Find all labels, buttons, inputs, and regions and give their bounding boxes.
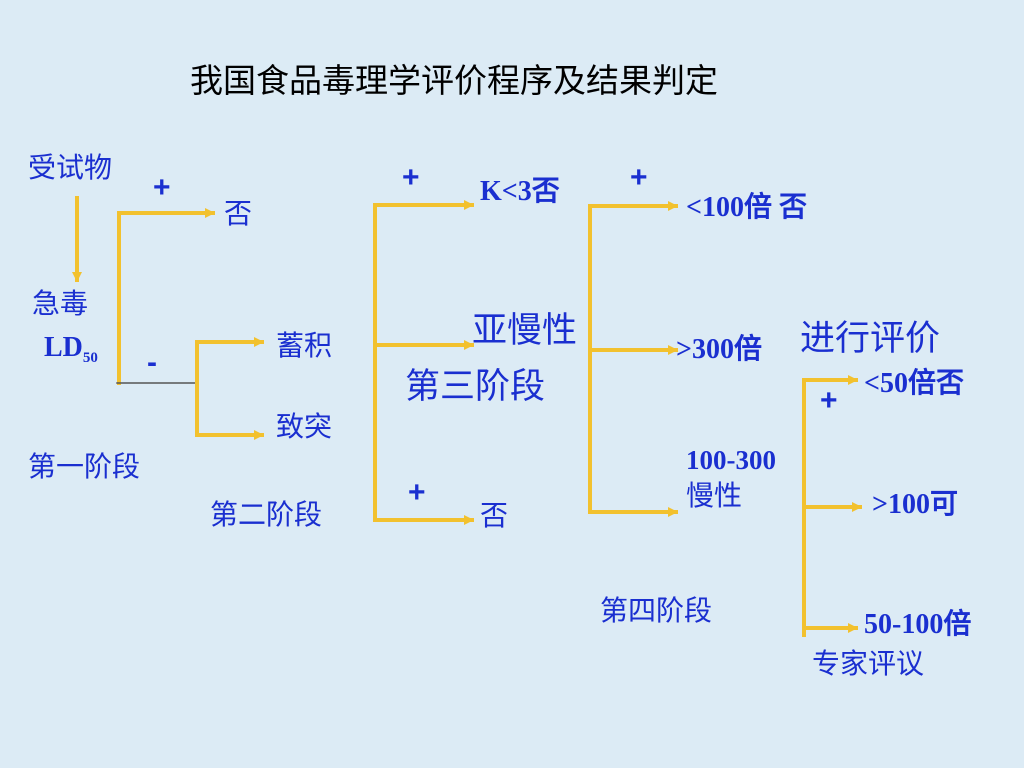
stage-two-label: 第二阶段 bbox=[210, 498, 323, 531]
stage-four-label: 第四阶段 bbox=[600, 594, 713, 627]
mutagenicity-label: 致突 bbox=[276, 410, 333, 443]
plus-sign: + bbox=[153, 171, 171, 204]
acute-toxicity-label: 急毒 bbox=[32, 287, 89, 320]
k-less-than-3-no-label: K<3否 bbox=[480, 176, 560, 207]
evaluate-label: 进行评价 bbox=[800, 319, 941, 359]
accumulation-label: 蓄积 bbox=[276, 329, 333, 362]
plus-sign: + bbox=[408, 476, 426, 509]
chronic-label: 慢性 bbox=[686, 479, 743, 512]
range-100-300-label: 100-300 bbox=[686, 445, 776, 475]
stage-one-label: 第一阶段 bbox=[28, 450, 141, 483]
no-result-label: 否 bbox=[480, 499, 509, 532]
plus-sign: + bbox=[402, 161, 420, 194]
plus-sign: + bbox=[820, 384, 838, 417]
greater-than-300-label: >300倍 bbox=[676, 334, 762, 365]
stage-three-label: 第三阶段 bbox=[405, 367, 546, 407]
subchronic-label: 亚慢性 bbox=[472, 311, 578, 351]
less-than-100-no-label: <100倍 否 bbox=[686, 192, 807, 223]
diagram-title: 我国食品毒理学评价程序及结果判定 bbox=[190, 61, 718, 100]
plus-sign: + bbox=[630, 161, 648, 194]
less-than-50-no-label: <50倍否 bbox=[864, 368, 964, 399]
substance-label: 受试物 bbox=[28, 151, 113, 184]
minus-sign: - bbox=[147, 346, 157, 379]
greater-than-100-ok-label: >100可 bbox=[872, 489, 958, 520]
no-result-label: 否 bbox=[224, 197, 253, 230]
ld50-label: LD50 bbox=[44, 332, 98, 366]
range-50-100-label: 50-100倍 bbox=[864, 609, 972, 640]
expert-review-label: 专家评议 bbox=[812, 647, 925, 680]
